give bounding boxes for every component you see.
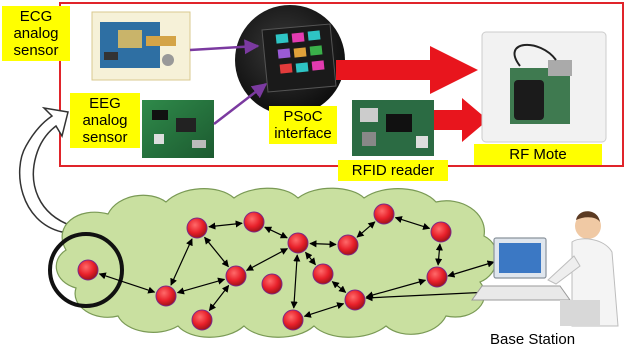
ecg-to-psoc-link: [189, 39, 260, 55]
sensor-node: [373, 203, 395, 225]
eeg-board-image: [142, 100, 214, 158]
network-link: [208, 284, 230, 312]
ecg-board-image: [91, 11, 191, 81]
base-station-label: Base Station: [490, 331, 576, 348]
network-link: [170, 238, 193, 286]
sensor-node: [426, 266, 448, 288]
network-link: [331, 281, 347, 293]
network-link: [264, 226, 288, 239]
eeg-label-line: EEG: [89, 95, 121, 112]
psoc-to-mote-arrow: [336, 46, 478, 94]
sensor-node: [186, 217, 208, 239]
eeg-label-line: analog: [82, 112, 128, 129]
network-link: [176, 277, 226, 295]
sensor-node: [282, 309, 304, 331]
rf-mote-image: [481, 31, 607, 143]
ecg-label-line: sensor: [13, 42, 59, 59]
base-station-link: [365, 288, 491, 302]
psoc-label-line: interface: [274, 125, 332, 142]
network-link: [305, 251, 316, 266]
sensor-node: [344, 289, 366, 311]
sensor-node: [77, 259, 99, 281]
sensor-node: [430, 221, 452, 243]
ecg-sensor-label: ECG analog sensor: [2, 6, 70, 61]
psoc-interface-label: PSoC interface: [269, 106, 337, 144]
base-station-link: [447, 260, 495, 278]
eeg-to-psoc-link: [213, 83, 268, 125]
network-link: [309, 240, 337, 248]
network-link: [356, 221, 376, 238]
rf-mote-label: RF Mote: [474, 144, 602, 165]
rfid-reader-label: RFID reader: [338, 160, 448, 181]
network-nodes: [77, 203, 452, 331]
network-links: [98, 216, 495, 318]
network-link: [245, 248, 289, 271]
network-link: [290, 254, 301, 309]
psoc-chip-image: [235, 5, 345, 115]
sensor-node: [337, 234, 359, 256]
sensor-node: [287, 232, 309, 254]
sensor-node: [312, 263, 334, 285]
psoc-label-line: PSoC: [283, 108, 323, 125]
eeg-sensor-label: EEG analog sensor: [70, 93, 140, 148]
network-link: [204, 236, 229, 268]
network-link: [98, 272, 156, 294]
sensor-node: [191, 309, 213, 331]
ecg-label-line: ECG: [19, 8, 53, 25]
highlighted-node-ring: [48, 232, 124, 308]
sensor-node: [261, 273, 283, 295]
network-link: [394, 216, 431, 230]
eeg-label-line: sensor: [82, 129, 128, 146]
rfid-reader-image: [352, 100, 434, 156]
network-link: [303, 302, 345, 318]
network-link: [435, 243, 443, 266]
feedback-curved-arrow: [19, 106, 74, 233]
sensor-node: [155, 285, 177, 307]
base-station-image: [471, 211, 619, 327]
ecg-label-line: analog: [13, 25, 59, 42]
sensor-node: [243, 211, 265, 233]
sensor-node: [225, 265, 247, 287]
rfid-to-mote-arrow: [434, 98, 488, 142]
network-link: [208, 220, 243, 230]
